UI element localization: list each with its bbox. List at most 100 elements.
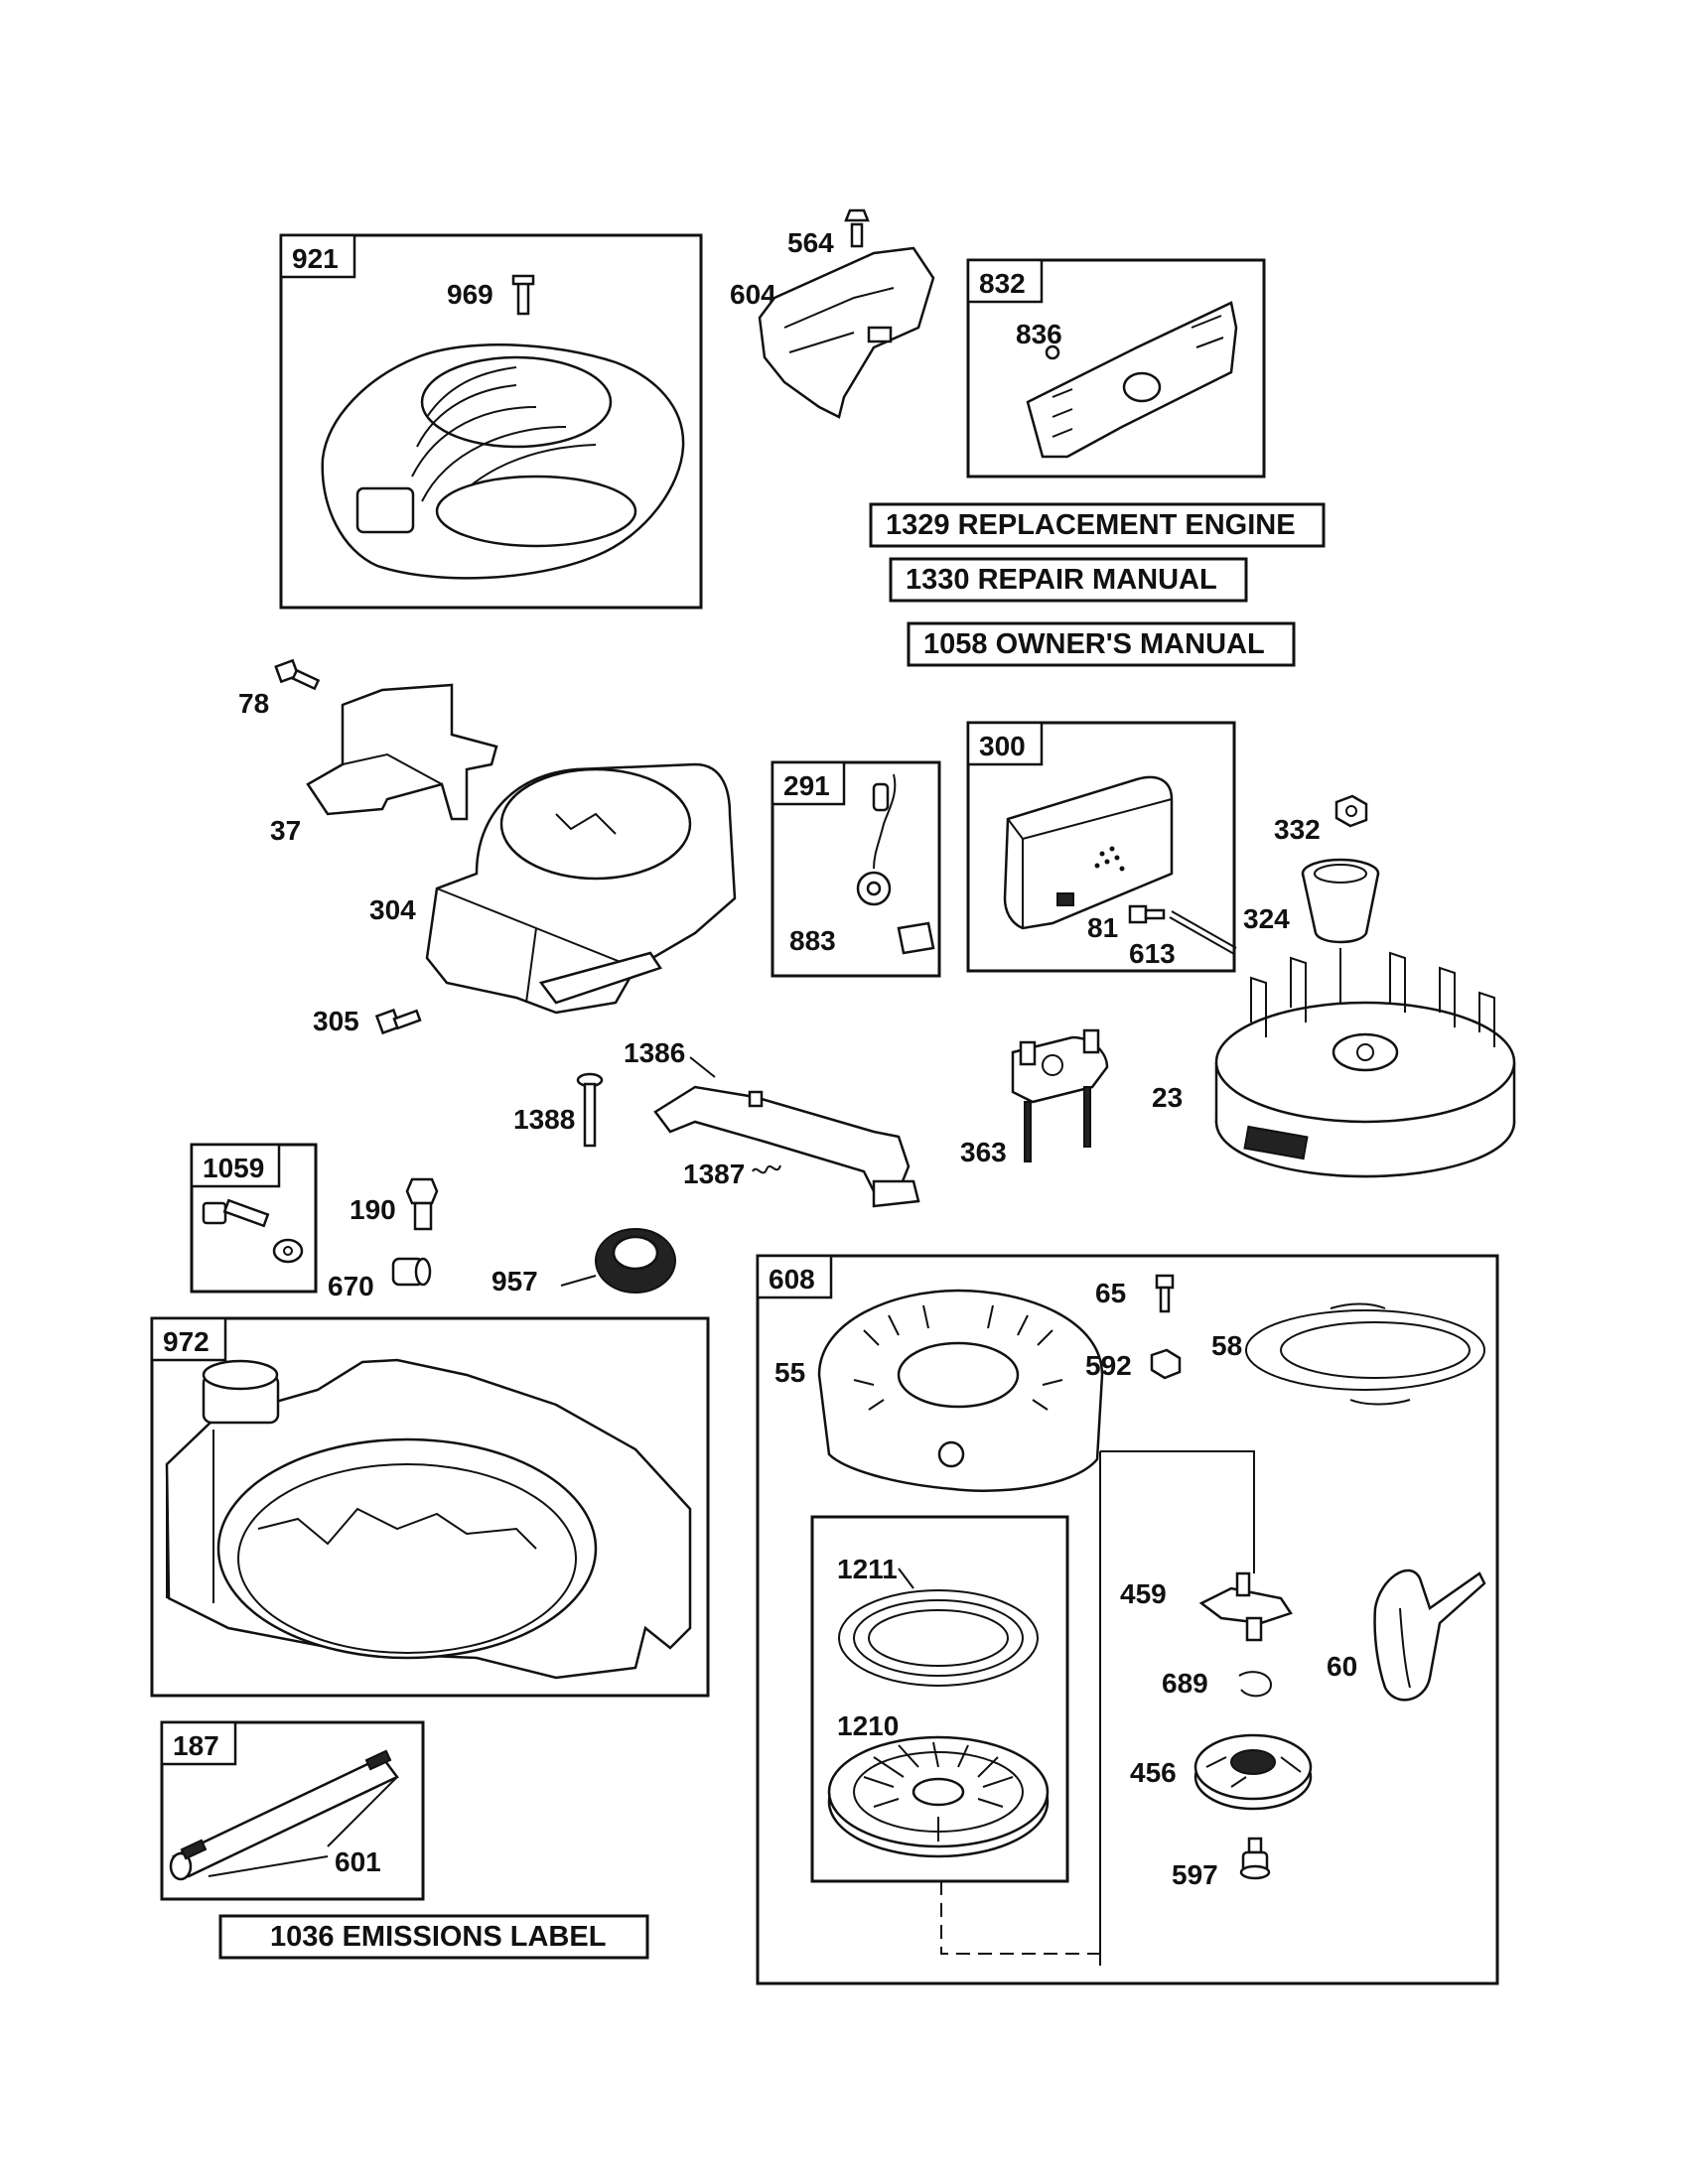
part-label-1211: 1211 bbox=[837, 1554, 898, 1584]
governor-link-1386-drawing bbox=[653, 1085, 920, 1208]
muffler-300-drawing bbox=[1003, 775, 1174, 930]
muffler-guard-832-drawing bbox=[1026, 301, 1238, 459]
part-label-81: 81 bbox=[1087, 912, 1118, 943]
assembly-tag-608: 608 bbox=[769, 1264, 815, 1295]
spring-1387-drawing bbox=[752, 1164, 781, 1174]
screw-65-drawing bbox=[1155, 1274, 1175, 1313]
screw-1388-drawing bbox=[576, 1072, 604, 1148]
part-label-324: 324 bbox=[1243, 903, 1290, 934]
part-label-597: 597 bbox=[1172, 1859, 1218, 1890]
bolt-kit-1059-drawing bbox=[202, 1198, 304, 1264]
bolt-81-drawing bbox=[1128, 904, 1166, 924]
part-label-836: 836 bbox=[1016, 319, 1062, 349]
bolt-190-drawing bbox=[405, 1177, 439, 1231]
leader-601-a bbox=[327, 1776, 398, 1847]
part-label-65: 65 bbox=[1095, 1278, 1126, 1308]
part-label-969: 969 bbox=[447, 279, 493, 310]
part-label-456: 456 bbox=[1130, 1757, 1177, 1788]
info-bar-repair-manual: 1330 REPAIR MANUAL bbox=[889, 557, 1248, 603]
spacer-670-drawing bbox=[391, 1257, 432, 1287]
info-bar-owners-manual-text: 1058 OWNER'S MANUAL bbox=[923, 628, 1265, 660]
part-label-601: 601 bbox=[335, 1846, 381, 1877]
part-label-592: 592 bbox=[1085, 1350, 1132, 1381]
part-label-363: 363 bbox=[960, 1137, 1007, 1167]
stud-613-drawing bbox=[1169, 910, 1237, 955]
part-label-613: 613 bbox=[1129, 938, 1176, 969]
leader-601-b bbox=[208, 1855, 329, 1877]
cam-456-drawing bbox=[1193, 1733, 1313, 1811]
nut-332-drawing bbox=[1334, 794, 1368, 828]
part-label-55: 55 bbox=[774, 1357, 805, 1388]
pulley-1210-drawing bbox=[827, 1735, 1050, 1858]
clip-689-drawing bbox=[1238, 1671, 1273, 1698]
flywheel-23-drawing bbox=[1214, 948, 1516, 1178]
part-label-670: 670 bbox=[328, 1271, 374, 1301]
fuel-tank-972-drawing bbox=[165, 1358, 692, 1680]
screw-836-drawing bbox=[1045, 344, 1060, 360]
rope-58-drawing bbox=[1245, 1302, 1485, 1406]
nut-592-drawing bbox=[1150, 1348, 1182, 1380]
assembly-box-972: 972 bbox=[150, 1316, 710, 1698]
assembly-tag-972: 972 bbox=[163, 1326, 210, 1357]
pawl-459-drawing bbox=[1198, 1571, 1293, 1642]
ratchet-957-drawing bbox=[560, 1228, 676, 1294]
spark-plug-lead-291-drawing bbox=[856, 773, 935, 955]
starter-housing-55-drawing bbox=[817, 1289, 1104, 1492]
assembly-box-291: 291 bbox=[771, 760, 941, 978]
baffle-37-drawing bbox=[306, 683, 498, 821]
part-label-23: 23 bbox=[1152, 1082, 1183, 1113]
leader-1386 bbox=[689, 1056, 716, 1078]
cup-324-drawing bbox=[1301, 858, 1380, 944]
assembly-tag-921: 921 bbox=[292, 243, 339, 274]
part-label-883: 883 bbox=[789, 925, 836, 956]
part-label-1387: 1387 bbox=[683, 1159, 745, 1189]
assembly-box-921: 921 bbox=[279, 233, 703, 610]
part-label-957: 957 bbox=[491, 1266, 538, 1297]
blower-cover-drawing bbox=[321, 343, 685, 580]
part-label-60: 60 bbox=[1327, 1651, 1357, 1682]
info-bar-replacement-engine: 1329 REPLACEMENT ENGINE bbox=[869, 502, 1326, 548]
shield-604-drawing bbox=[758, 246, 935, 419]
assembly-tag-291: 291 bbox=[783, 770, 830, 801]
assembly-tag-187: 187 bbox=[173, 1730, 219, 1761]
assembly-tag-1059: 1059 bbox=[203, 1153, 264, 1183]
connector-bottom bbox=[940, 1881, 1100, 1955]
armature-363-drawing bbox=[1011, 1028, 1109, 1162]
screw-969-drawing bbox=[511, 274, 535, 316]
part-label-459: 459 bbox=[1120, 1578, 1167, 1609]
assembly-box-832: 832 bbox=[966, 258, 1266, 478]
assembly-box-300: 300 bbox=[966, 721, 1236, 973]
screw-597-drawing bbox=[1239, 1837, 1271, 1880]
info-bar-replacement-engine-text: 1329 REPLACEMENT ENGINE bbox=[886, 509, 1296, 541]
part-label-190: 190 bbox=[350, 1194, 396, 1225]
part-label-1388: 1388 bbox=[513, 1104, 575, 1135]
connector-top bbox=[1100, 1450, 1255, 1573]
assembly-box-187: 187 bbox=[160, 1720, 425, 1901]
bolt-78-drawing bbox=[274, 658, 321, 691]
bolt-564-drawing bbox=[844, 208, 870, 248]
spring-1211-drawing bbox=[838, 1568, 1039, 1687]
bolt-305-drawing bbox=[374, 1008, 422, 1035]
part-label-37: 37 bbox=[270, 815, 301, 846]
part-label-58: 58 bbox=[1211, 1330, 1242, 1361]
part-label-332: 332 bbox=[1274, 814, 1321, 845]
part-label-689: 689 bbox=[1162, 1668, 1208, 1699]
info-bar-owners-manual: 1058 OWNER'S MANUAL bbox=[907, 621, 1296, 667]
part-label-1210: 1210 bbox=[837, 1710, 899, 1741]
blower-housing-304-drawing bbox=[425, 762, 737, 1015]
sub-box-pulley bbox=[810, 1515, 1069, 1883]
info-bar-emissions-label-text: 1036 EMISSIONS LABEL bbox=[270, 1921, 606, 1953]
info-bar-repair-manual-text: 1330 REPAIR MANUAL bbox=[906, 564, 1217, 596]
part-label-1386: 1386 bbox=[624, 1037, 685, 1068]
assembly-box-1059: 1059 bbox=[190, 1143, 318, 1294]
assembly-tag-300: 300 bbox=[979, 731, 1026, 761]
part-label-78: 78 bbox=[238, 688, 269, 719]
assembly-box-608: 608 bbox=[756, 1254, 1499, 1985]
part-label-304: 304 bbox=[369, 894, 416, 925]
part-label-564: 564 bbox=[787, 227, 834, 258]
info-bar-emissions-label: 1036 EMISSIONS LABEL bbox=[218, 1914, 649, 1960]
assembly-tag-832: 832 bbox=[979, 268, 1026, 299]
handle-60-drawing bbox=[1373, 1569, 1486, 1702]
part-label-305: 305 bbox=[313, 1006, 359, 1036]
